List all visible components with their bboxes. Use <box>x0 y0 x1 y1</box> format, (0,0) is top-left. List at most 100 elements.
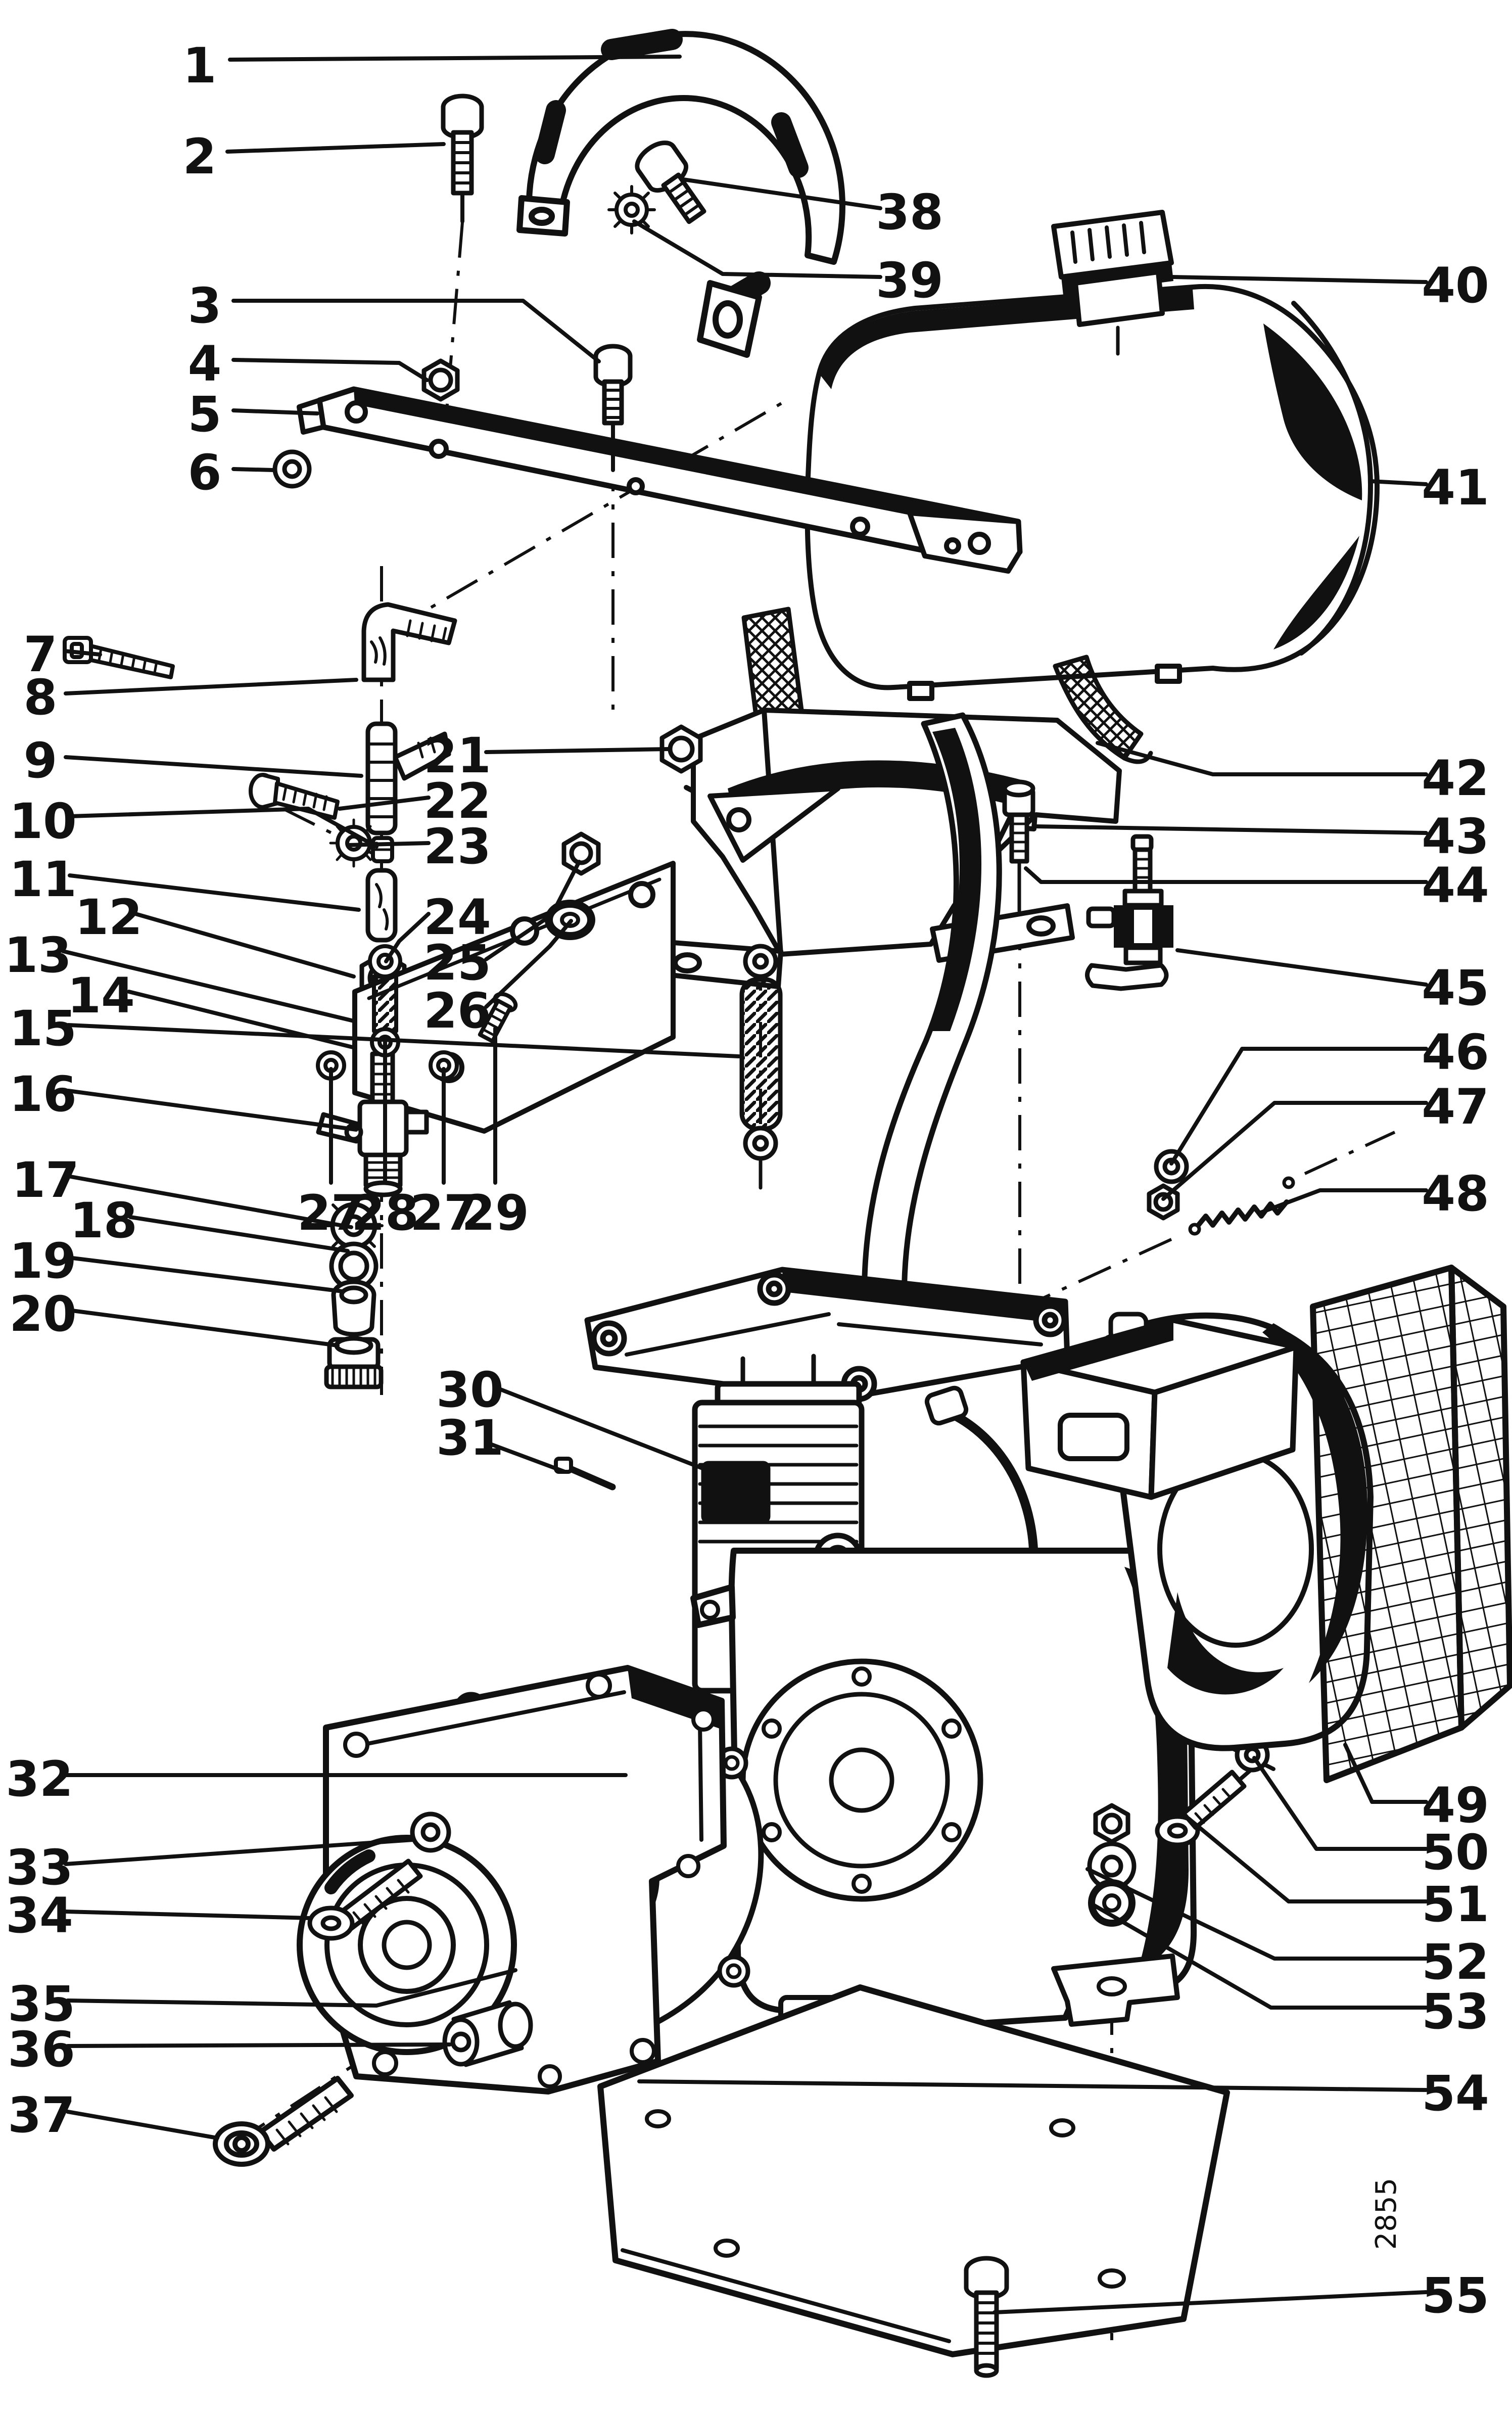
part-number-9: 9 <box>24 732 58 789</box>
part-number-55: 55 <box>1422 2267 1489 2324</box>
part-number-37: 37 <box>8 2087 75 2144</box>
part-number-11: 11 <box>9 851 77 908</box>
part-number-22: 22 <box>423 773 491 829</box>
filter-element-15 <box>739 944 783 1190</box>
tank-saddle-bracket <box>649 708 1122 989</box>
washer-6 <box>272 449 312 489</box>
leader-line-52 <box>1085 1867 1428 1961</box>
callout-21: 21 <box>423 727 670 784</box>
leader-line-49 <box>1343 1743 1428 1804</box>
callout-4: 4 <box>188 336 429 392</box>
part-number-47: 47 <box>1422 1079 1489 1135</box>
part-number-17: 17 <box>12 1152 79 1208</box>
callout-46: 46 <box>1169 1024 1489 1166</box>
engine-mounting-frame <box>584 1267 1070 1402</box>
leader-line-17 <box>69 1175 353 1229</box>
part-number-3: 3 <box>188 277 222 334</box>
callout-layer: 1234567891011121314151617181920212223242… <box>4 37 1489 2324</box>
leader-line-36 <box>66 2042 452 2048</box>
callout-7: 7 <box>24 626 102 683</box>
part-number-54: 54 <box>1422 2065 1489 2122</box>
callout-39: 39 <box>632 219 943 309</box>
part-number-25: 25 <box>423 935 491 991</box>
part-number-38: 38 <box>876 184 943 241</box>
part-number-40: 40 <box>1422 257 1489 314</box>
callout-19: 19 <box>9 1233 345 1293</box>
leader-line-42 <box>1096 741 1428 776</box>
part-number-18: 18 <box>70 1192 137 1249</box>
part-number-34: 34 <box>6 1887 73 1944</box>
sealing-ring-18 <box>329 1241 379 1291</box>
leader-line-21 <box>484 747 670 754</box>
callout-37: 37 <box>8 2087 219 2144</box>
callout-8: 8 <box>24 669 358 726</box>
leader-line-30 <box>497 1387 704 1470</box>
filler-cap <box>1051 210 1174 356</box>
part-number-4: 4 <box>188 336 222 392</box>
callout-9: 9 <box>24 732 363 789</box>
part-number-33: 33 <box>6 1839 73 1896</box>
leader-line-22 <box>338 796 431 811</box>
spacer-tube-11 <box>365 868 398 943</box>
part-number-28: 28 <box>351 1185 419 1241</box>
callout-13: 13 <box>4 927 356 1023</box>
part-number-27: 27 <box>297 1185 365 1241</box>
callout-33: 33 <box>6 1838 415 1896</box>
socket-bolt-34 <box>307 1858 423 1941</box>
leader-line-6 <box>231 467 275 472</box>
callout-34: 34 <box>6 1887 313 1944</box>
sleeve-19 <box>331 1279 376 1337</box>
callout-5: 5 <box>188 386 319 443</box>
leader-line-10 <box>68 807 379 849</box>
leader-line-34 <box>64 1910 313 1920</box>
leader-line-23 <box>346 841 431 847</box>
hex-bolt-22 <box>249 773 340 820</box>
leader-line-1 <box>228 55 682 62</box>
callout-24: 24 <box>384 889 491 963</box>
part-number-35: 35 <box>8 1976 75 2032</box>
washer-33 <box>410 1811 451 1853</box>
callout-49: 49 <box>1343 1743 1489 1834</box>
part-number-24: 24 <box>423 889 491 946</box>
callout-15: 15 <box>9 1000 741 1058</box>
connector-nipple-10 <box>371 836 394 863</box>
part-number-41: 41 <box>1422 459 1489 516</box>
washer-27a <box>316 1050 346 1081</box>
leader-line-43 <box>1035 824 1428 835</box>
part-number-14: 14 <box>67 967 135 1024</box>
part-number-7: 7 <box>24 626 58 683</box>
callout-40: 40 <box>1170 257 1489 314</box>
part-number-13: 13 <box>4 927 72 984</box>
callout-55: 55 <box>993 2267 1489 2324</box>
callout-11: 11 <box>9 851 361 912</box>
strainer-24 <box>368 944 402 1033</box>
part-number-5: 5 <box>188 386 222 443</box>
leader-line-47 <box>1161 1101 1428 1201</box>
part-number-45: 45 <box>1422 960 1489 1016</box>
callout-31: 31 <box>436 1410 567 1474</box>
leader-line-2 <box>225 142 446 154</box>
part-number-32: 32 <box>6 1751 73 1807</box>
part-number-15: 15 <box>9 1000 77 1057</box>
part-number-20: 20 <box>9 1286 77 1342</box>
part-number-21: 21 <box>423 727 491 784</box>
part-number-19: 19 <box>9 1233 77 1289</box>
callout-45: 45 <box>1175 948 1489 1016</box>
callout-23: 23 <box>346 818 491 875</box>
callout-1: 1 <box>183 37 682 94</box>
part-number-50: 50 <box>1422 1824 1489 1881</box>
leader-line-31 <box>486 1441 567 1474</box>
spring-48 <box>1188 1176 1295 1236</box>
part-number-51: 51 <box>1422 1876 1489 1933</box>
callout-43: 43 <box>1035 808 1489 865</box>
leader-line-40 <box>1170 275 1428 284</box>
part-number-1: 1 <box>183 37 217 94</box>
lock-washer-39 <box>607 185 656 235</box>
callout-25: 25 <box>423 860 581 991</box>
part-number-48: 48 <box>1422 1166 1489 1222</box>
callout-17: 17 <box>12 1152 353 1229</box>
leader-line-14 <box>127 990 355 1049</box>
callout-12: 12 <box>75 889 356 979</box>
leader-line-46 <box>1169 1047 1428 1166</box>
fuel-tap-45 <box>1085 834 1173 991</box>
